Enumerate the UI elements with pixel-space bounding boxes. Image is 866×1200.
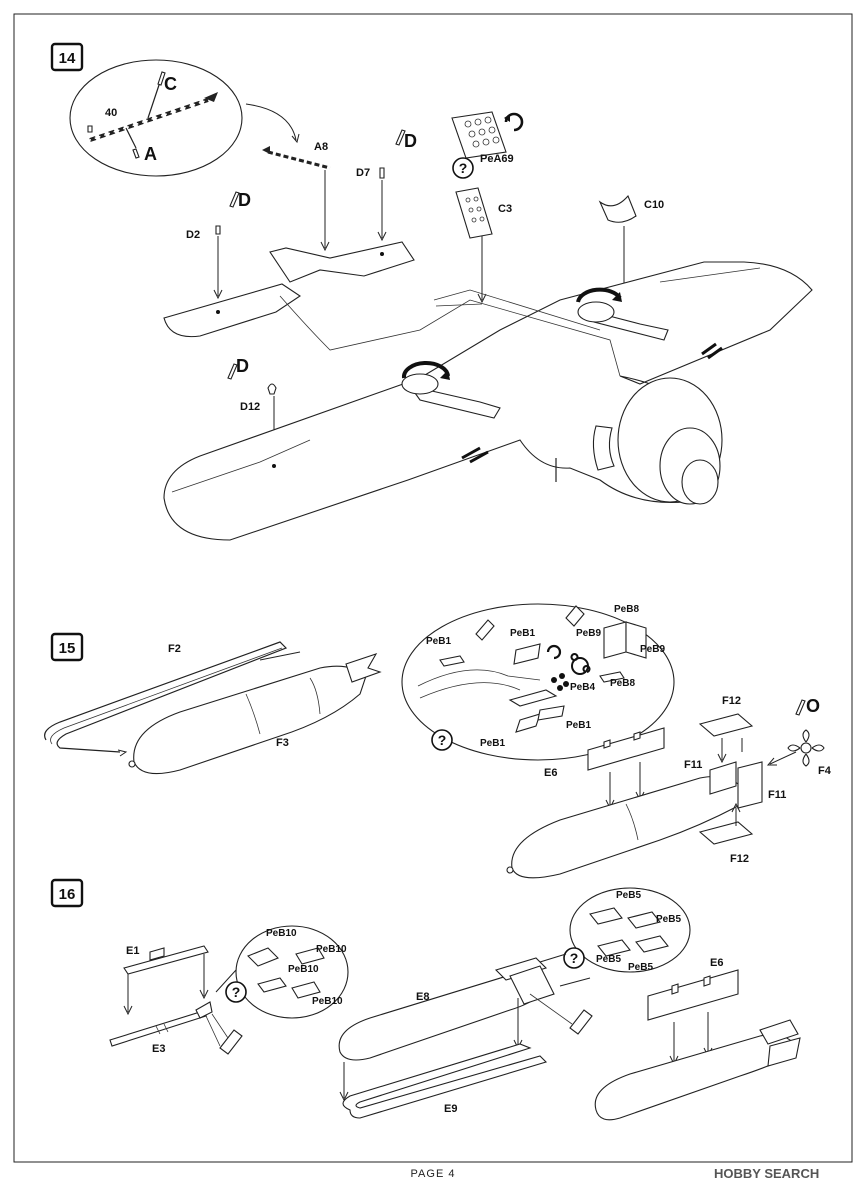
step-15-number: 15 (59, 640, 76, 657)
page-frame (13, 13, 853, 1163)
label-PeB10-d: PeB10 (312, 996, 343, 1007)
label-PeB1-a: PeB1 (426, 636, 451, 647)
step-15: 15 F2 F3 (44, 603, 832, 879)
part-PeA69: PeA69 ? (451, 111, 524, 179)
label-C3: C3 (498, 203, 512, 215)
part-E8: E8 (338, 957, 593, 1102)
peb5-detail-callout: PeB5 PeB5 PeB5 PeB5 ? (539, 887, 691, 987)
label-D-left: D (238, 190, 251, 210)
label-PeB8-b: PeB8 (610, 678, 635, 689)
label-F4: F4 (818, 765, 832, 777)
part-E6-16: E6 (594, 957, 801, 1121)
part-D2: D D2 (186, 190, 251, 300)
label-PeB10-c: PeB10 (288, 964, 319, 975)
label-PeB1-c: PeB1 (566, 720, 591, 731)
part-E1: E1 (123, 945, 209, 1016)
label-E1: E1 (126, 945, 139, 957)
label-PeB9-b: PeB9 (640, 644, 665, 655)
label-D-top: D (404, 131, 417, 151)
label-E6-16: E6 (710, 957, 723, 969)
label-C: C (164, 74, 177, 94)
label-F2: F2 (168, 643, 181, 655)
page-footer: PAGE 4 (410, 1168, 456, 1180)
label-D7: D7 (356, 167, 370, 179)
watermark: HOBBY SEARCH (714, 1166, 820, 1181)
label-PeB4: PeB4 (570, 682, 595, 693)
step-16-badge: 16 (50, 878, 84, 908)
step-14-number: 14 (59, 50, 76, 67)
question-mark-icon: ? (459, 160, 468, 176)
label-O: O (806, 696, 820, 716)
step-16: 16 E1 E3 PeB10 PeB10 PeB10 (50, 878, 801, 1121)
label-PeB10-b: PeB10 (316, 944, 347, 955)
label-D-lower: D (236, 356, 249, 376)
label-F3: F3 (276, 737, 289, 749)
label-E6-15: E6 (544, 767, 557, 779)
label-F12-a: F12 (722, 695, 741, 707)
part-D7: D D7 (356, 129, 417, 242)
label-A: A (144, 144, 157, 164)
label-PeB5-b: PeB5 (656, 914, 681, 925)
label-E3: E3 (152, 1043, 165, 1055)
antenna-detail-callout: 40 C A (69, 59, 243, 177)
label-F11-b: F11 (768, 789, 786, 801)
label-PeB8-a: PeB8 (614, 604, 639, 615)
part-F3: F3 (128, 653, 382, 775)
label-PeB1-d: PeB1 (480, 738, 505, 749)
step-14: 14 40 C A A8 D (50, 42, 813, 541)
question-mark-icon-16a: ? (232, 984, 241, 1000)
pe-detail-callout: PeB1 PeB1 PeB1 PeB1 PeB8 PeB8 PeB9 PeB9 … (401, 603, 675, 761)
label-PeB10-a: PeB10 (266, 928, 297, 939)
gear-rotation-arrow-left (401, 361, 501, 419)
gear-rotation-arrow-right (576, 287, 669, 341)
pe-x-icon (551, 673, 569, 691)
callout-number-40: 40 (105, 107, 117, 119)
label-PeB5-d: PeB5 (628, 962, 653, 973)
label-F12-b: F12 (730, 853, 749, 865)
label-PeB1-b: PeB1 (510, 628, 535, 639)
label-E9: E9 (444, 1103, 457, 1115)
part-E3: E3 (109, 1001, 243, 1055)
peb10-detail-callout: PeB10 PeB10 PeB10 PeB10 ? (215, 925, 349, 1019)
label-PeB5-a: PeB5 (616, 890, 641, 901)
rotate-arrow-icon (546, 644, 562, 660)
label-PeB9-a: PeB9 (576, 628, 601, 639)
part-E9: E9 (342, 1043, 548, 1119)
step-16-number: 16 (59, 886, 76, 903)
label-PeB5-c: PeB5 (596, 954, 621, 965)
label-PeA69: PeA69 (480, 153, 514, 165)
step-14-badge: 14 (50, 42, 84, 72)
part-F4: O F4 (766, 696, 832, 777)
label-A8: A8 (314, 141, 328, 153)
step-15-badge: 15 (50, 632, 84, 662)
part-C3: C3 (455, 187, 512, 304)
part-F2: F2 (44, 641, 301, 757)
label-D2: D2 (186, 229, 200, 241)
question-mark-icon-16b: ? (570, 950, 579, 966)
label-D12: D12 (240, 401, 260, 413)
question-mark-icon-15: ? (438, 732, 447, 748)
callout-arrow (245, 103, 297, 141)
label-C10: C10 (644, 199, 664, 211)
aircraft-underside (163, 241, 813, 541)
part-E6-assembly: E6 F11 F11 F12 F12 O (506, 695, 832, 879)
label-F11-a: F11 (684, 759, 702, 771)
part-A8: A8 (262, 141, 331, 252)
label-E8: E8 (416, 991, 429, 1003)
